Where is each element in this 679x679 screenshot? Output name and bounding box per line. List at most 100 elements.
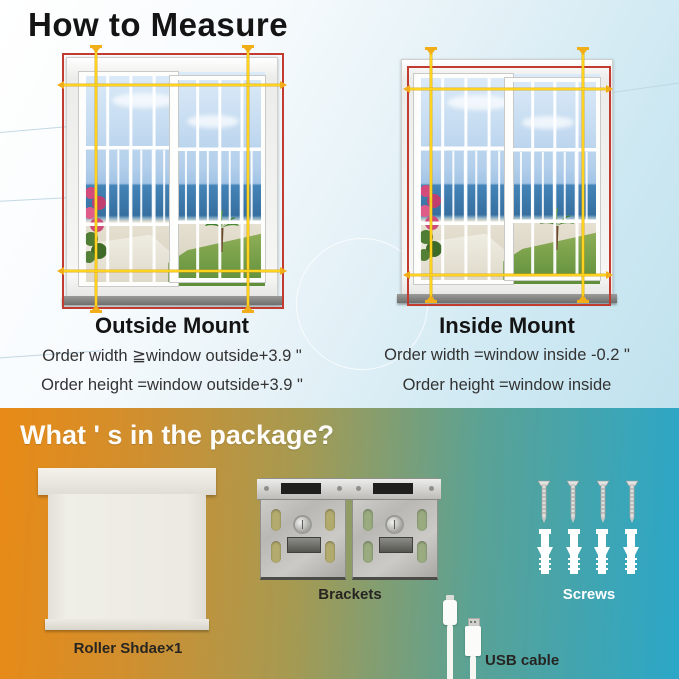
wall-anchor-image xyxy=(622,529,639,574)
wall-anchor-image xyxy=(565,529,582,574)
bracket-oval-hole xyxy=(417,541,427,563)
measure-cap xyxy=(90,45,102,48)
measure-section: How to Measure xyxy=(0,0,679,408)
package-title: What ' s in the package? xyxy=(20,420,334,450)
measure-cap xyxy=(242,45,254,48)
usb-cable-wire xyxy=(470,655,476,679)
bracket-hole xyxy=(264,486,270,491)
bracket-hole xyxy=(356,486,362,491)
window-outside-illustration xyxy=(62,57,282,305)
window-grilles-dense xyxy=(173,151,261,223)
bracket-hole xyxy=(428,486,434,491)
bracket-slot xyxy=(372,483,414,494)
bracket-image xyxy=(257,478,349,580)
outside-mount-block: Outside Mount Order width ≧window outsid… xyxy=(22,313,322,394)
measure-cap-arrow xyxy=(244,48,252,53)
window-opening xyxy=(414,74,600,284)
bracket-hole xyxy=(336,486,342,491)
measure-vline xyxy=(430,52,432,302)
roller-shade-label: Roller Shdae×1 xyxy=(73,640,183,657)
measure-cap-arrow xyxy=(579,295,587,300)
window-sill xyxy=(62,296,282,305)
screws-group xyxy=(536,480,640,576)
roller-shade-bottom-rail xyxy=(45,619,209,630)
window-frame xyxy=(62,57,282,305)
inside-mount-heading: Inside Mount xyxy=(439,313,575,338)
window-frame xyxy=(397,59,617,303)
bracket-oval-hole xyxy=(363,509,373,531)
measure-cap-arrow xyxy=(92,305,100,310)
bracket-image xyxy=(349,478,441,580)
bracket-oval-hole xyxy=(417,509,427,531)
usb-a-connector xyxy=(465,626,481,656)
inside-measure-box xyxy=(407,66,611,306)
measure-title: How to Measure xyxy=(28,6,289,43)
bracket-oval-hole xyxy=(325,509,335,531)
outside-height-rule: Order height =window outside+3.9 " xyxy=(41,376,303,394)
bracket-flange xyxy=(257,479,349,500)
bracket-oval-hole xyxy=(325,541,335,563)
usb-micro-connector xyxy=(443,600,457,625)
bracket-clip xyxy=(379,537,413,553)
wall-anchor-image xyxy=(594,529,611,574)
measure-arrow xyxy=(403,271,410,279)
measure-arrow xyxy=(57,267,64,275)
measure-hline xyxy=(408,88,606,90)
bracket-screw xyxy=(387,517,402,532)
window-grilles-dense xyxy=(508,151,596,222)
wall-anchor-image xyxy=(537,529,553,574)
window-grilles-dense xyxy=(418,150,510,224)
left-sash xyxy=(79,72,179,286)
inside-width-rule: Order width =window inside -0.2 " xyxy=(384,346,630,364)
package-section: What ' s in the package? Roller Shdae×1 … xyxy=(0,408,679,679)
measure-arrow xyxy=(57,81,64,89)
bracket-slot xyxy=(280,483,322,494)
bracket-oval-hole xyxy=(363,541,373,563)
measure-cap xyxy=(425,47,437,50)
measure-cap xyxy=(577,300,589,303)
screw-image xyxy=(537,480,551,523)
window-opening xyxy=(79,72,265,286)
measure-cap xyxy=(577,47,589,50)
measure-vline xyxy=(95,50,97,310)
roller-shade-cassette xyxy=(38,468,216,495)
measure-arrow xyxy=(606,271,613,279)
screws-label: Screws xyxy=(562,586,616,603)
outside-measure-box xyxy=(62,53,284,309)
screw-image xyxy=(566,480,580,523)
usb-cable-label: USB cable xyxy=(485,652,560,669)
measure-cap-arrow xyxy=(427,295,435,300)
bracket-flange xyxy=(349,479,441,500)
measure-cap-arrow xyxy=(244,305,252,310)
window-grilles-dense xyxy=(83,150,175,225)
bracket-screw xyxy=(295,517,310,532)
anchor-row xyxy=(536,529,640,576)
measure-cap-arrow xyxy=(92,48,100,53)
bracket-oval-hole xyxy=(271,509,281,531)
window-inside-illustration xyxy=(397,59,617,303)
roller-shade-fabric xyxy=(48,494,206,621)
outside-mount-heading: Outside Mount xyxy=(95,313,249,338)
measure-cap xyxy=(425,300,437,303)
screw-image xyxy=(596,480,610,523)
measure-cap-arrow xyxy=(427,50,435,55)
measure-vline xyxy=(247,50,249,310)
measure-arrow xyxy=(280,81,287,89)
measure-hline xyxy=(62,84,280,86)
usb-cable-wire xyxy=(447,624,453,679)
measure-arrow xyxy=(606,85,613,93)
usb-micro-tip xyxy=(446,595,454,601)
measure-vline xyxy=(582,52,584,302)
inside-height-rule: Order height =window inside xyxy=(402,376,612,394)
screw-row xyxy=(536,480,640,524)
measure-hline xyxy=(408,274,606,276)
outside-width-rule: Order width ≧window outside+3.9 " xyxy=(42,347,302,365)
right-sash xyxy=(504,78,600,280)
brackets-label: Brackets xyxy=(318,586,382,603)
measure-cap xyxy=(242,310,254,313)
screw-image xyxy=(625,480,639,523)
measure-cap xyxy=(90,310,102,313)
measure-arrow xyxy=(403,85,410,93)
measure-arrow xyxy=(280,267,287,275)
inside-mount-block: Inside Mount Order width =window inside … xyxy=(357,313,657,394)
